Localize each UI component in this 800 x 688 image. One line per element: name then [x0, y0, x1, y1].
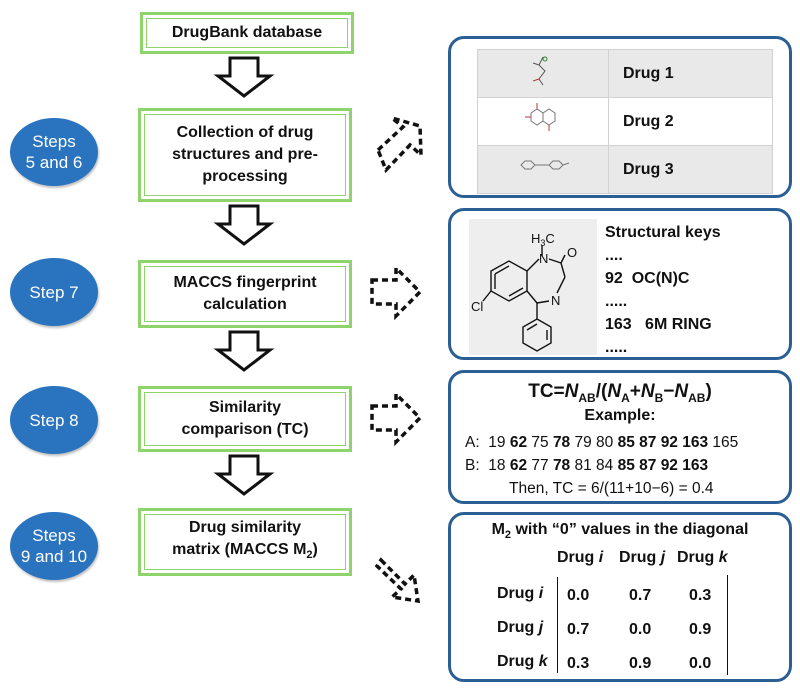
- drug-structures-panel: Drug 1 Drug 2 Drug 3: [448, 36, 792, 198]
- table-row: Drug 1: [477, 49, 773, 98]
- collection-box: Collection of drug structures and pre- p…: [138, 108, 352, 202]
- similarity-comparison-box: Similarity comparison (TC): [138, 386, 352, 452]
- drug-structure-thumbnail: [477, 97, 609, 146]
- tc-result: Then, TC = 6/(11+10−6) = 0.4: [509, 480, 714, 497]
- ellipsis: .....: [605, 339, 628, 356]
- box-label-line: processing: [202, 168, 288, 185]
- box-label-line: Collection of drug: [176, 124, 314, 141]
- ellipsis: .....: [605, 293, 628, 310]
- methyl-label: H3C: [531, 231, 555, 248]
- example-label: Example:: [584, 407, 656, 424]
- oxygen-label: O: [567, 245, 577, 260]
- matrix-title: M2 with “0” values in the diagonal: [491, 521, 749, 542]
- set-b-row: B: 18 62 77 78 81 84 85 87 92 163: [465, 457, 709, 474]
- matrix-cell: 0.7: [567, 621, 590, 638]
- matrix-cell: 0.9: [629, 655, 652, 672]
- dashed-arrow-4: [374, 557, 421, 604]
- keys-title: Structural keys: [605, 224, 721, 241]
- diazepam-structure: H3C N O N Cl: [469, 219, 597, 355]
- down-arrow-2: [213, 204, 275, 246]
- box-label-line: calculation: [203, 296, 287, 313]
- set-a-row: A: 19 62 75 78 79 80 85 87 92 163 165: [465, 434, 739, 451]
- col-header-k: Drug k: [677, 549, 728, 566]
- drug-structure-thumbnail: [477, 49, 609, 98]
- table-row: Drug 2: [477, 97, 773, 146]
- structural-keys-list: Structural keys .... 92 OC(N)C ..... 163…: [605, 221, 721, 359]
- fingerprint-sets: A: 19 62 75 78 79 80 85 87 92 163 165 B:…: [465, 431, 738, 500]
- matrix-right-bar: [727, 575, 728, 675]
- col-header-i: Drug i: [557, 549, 604, 566]
- dashed-arrow-3: [370, 389, 423, 447]
- down-arrow-3: [213, 330, 275, 372]
- row-header-k: Drug k: [497, 653, 548, 670]
- row-header-i: Drug i: [497, 585, 544, 602]
- drugbank-database-box: DrugBank database: [140, 12, 354, 54]
- box-label-line: Drug similarity: [188, 519, 302, 537]
- key-entry: 163 6M RING: [605, 316, 712, 333]
- drug-table: Drug 1 Drug 2 Drug 3: [477, 49, 773, 194]
- step-badge-8: Step 8: [10, 386, 98, 454]
- table-row: Drug 3: [477, 145, 773, 194]
- matrix-cell: 0.0: [567, 587, 590, 604]
- chlorine-label: Cl: [471, 299, 483, 314]
- matrix-cell: 0.9: [689, 621, 712, 638]
- nitrogen-label: N: [551, 293, 560, 308]
- similarity-matrix-box: Drug similarity matrix (MACCS M2): [138, 508, 352, 576]
- box-label: DrugBank database: [171, 24, 323, 41]
- matrix-cell: 0.0: [689, 655, 712, 672]
- matrix-cell: 0.3: [567, 655, 590, 672]
- drug-name: Drug 2: [608, 97, 773, 146]
- row-header-j: Drug j: [497, 619, 544, 636]
- dashed-arrow-2: [370, 263, 423, 321]
- dashed-arrow-1: [375, 116, 423, 174]
- drug-name: Drug 1: [608, 49, 773, 98]
- matrix-cell: 0.3: [689, 587, 712, 604]
- key-entry: 92 OC(N)C: [605, 270, 690, 287]
- matrix-left-bar: [557, 577, 558, 673]
- box-label-line: structures and pre-: [172, 146, 318, 163]
- matrix-cell: 0.7: [629, 587, 652, 604]
- maccs-fingerprint-box: MACCS fingerprint calculation: [138, 260, 352, 328]
- nitrogen-label: N: [539, 251, 548, 266]
- ellipsis: ....: [605, 247, 623, 264]
- down-arrow-1: [213, 56, 275, 98]
- matrix-cell: 0.0: [629, 621, 652, 638]
- col-header-j: Drug j: [619, 549, 666, 566]
- box-label-line: matrix (MACCS M2): [172, 541, 318, 562]
- down-arrow-4: [213, 454, 275, 496]
- drug-name: Drug 3: [608, 145, 773, 194]
- tc-formula: TC=NAB/(NA+NB−NAB): [528, 381, 712, 405]
- box-label-line: MACCS fingerprint: [173, 274, 317, 291]
- box-label-line: comparison (TC): [181, 421, 309, 438]
- box-label-line: Similarity: [208, 399, 282, 416]
- similarity-matrix-panel: M2 with “0” values in the diagonal Drug …: [448, 512, 792, 682]
- step-badge-7: Step 7: [10, 258, 98, 326]
- tanimoto-panel: TC=NAB/(NA+NB−NAB) Example: A: 19 62 75 …: [448, 370, 792, 504]
- drug-structure-thumbnail: [477, 145, 609, 194]
- structural-keys-panel: H3C N O N Cl Structural keys .... 92 OC(…: [448, 208, 792, 360]
